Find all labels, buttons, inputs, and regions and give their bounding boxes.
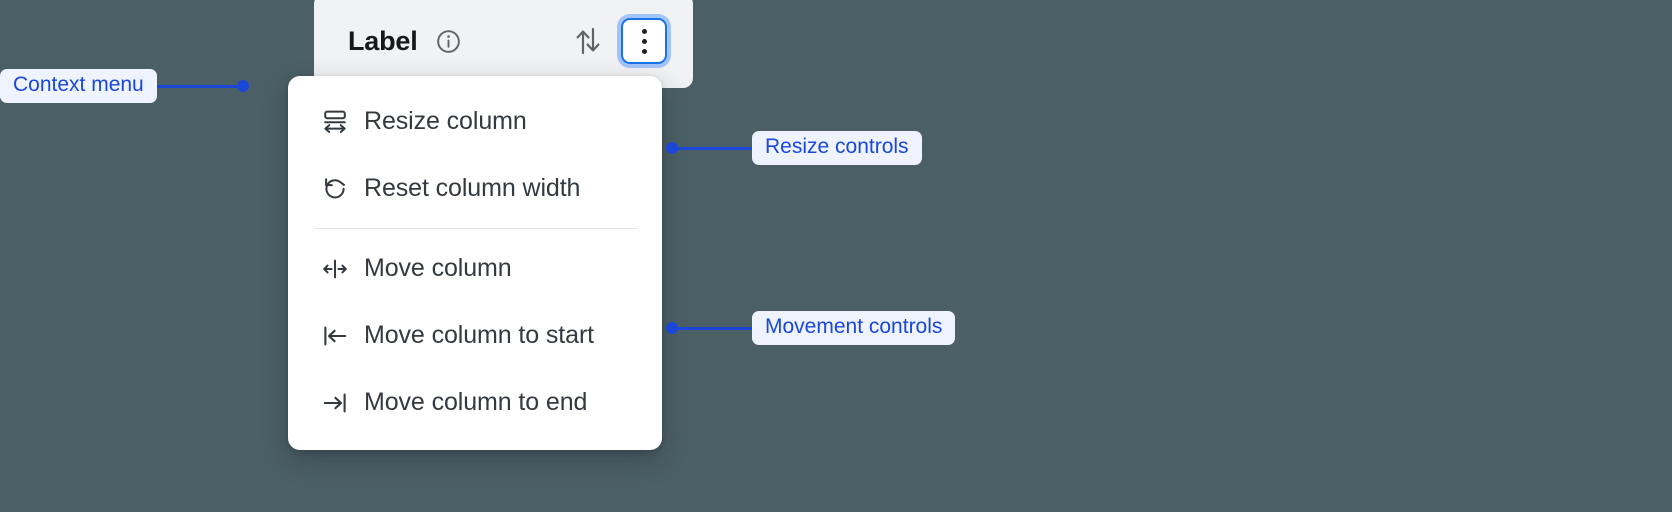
- menu-item-label: Resize column: [364, 107, 527, 135]
- menu-item-move-column[interactable]: Move column: [288, 235, 662, 302]
- kebab-menu-button[interactable]: [621, 18, 667, 64]
- kebab-dot: [641, 48, 647, 54]
- annotation-leader-line: [678, 326, 752, 330]
- kebab-dot: [641, 28, 647, 34]
- info-circle-icon[interactable]: [435, 28, 462, 55]
- annotation-resize-controls: Resize controls: [666, 130, 922, 166]
- annotation-anchor-dot: [666, 322, 678, 334]
- move-to-end-icon: [322, 390, 348, 416]
- menu-item-resize-column[interactable]: Resize column: [288, 88, 662, 155]
- menu-item-label: Move column: [364, 254, 512, 282]
- annotation-movement-controls: Movement controls: [666, 310, 956, 346]
- menu-item-label: Move column to start: [364, 321, 595, 349]
- resize-column-icon: [322, 109, 348, 135]
- menu-item-move-column-to-end[interactable]: Move column to end: [288, 369, 662, 436]
- annotation-anchor-dot: [236, 80, 249, 92]
- column-header-panel: Label: [314, 0, 693, 88]
- annotation-leader-line: [156, 84, 237, 88]
- annotation-label: Movement controls: [752, 310, 956, 346]
- menu-item-label: Move column to end: [364, 388, 588, 416]
- menu-item-reset-column-width[interactable]: Reset column width: [288, 155, 662, 222]
- page-title: Label: [348, 25, 418, 56]
- move-to-start-icon: [322, 323, 348, 349]
- annotation-anchor-dot: [666, 142, 678, 154]
- menu-item-move-column-to-start[interactable]: Move column to start: [288, 302, 662, 369]
- sort-arrows-icon[interactable]: [571, 24, 605, 58]
- annotation-label: Resize controls: [752, 130, 922, 166]
- annotation-leader-line: [678, 146, 752, 150]
- menu-divider: [314, 228, 638, 229]
- move-column-icon: [322, 256, 348, 282]
- annotation-label: Context menu: [0, 68, 157, 104]
- menu-item-label: Reset column width: [364, 174, 581, 202]
- reset-width-icon: [322, 176, 348, 202]
- context-menu: Resize column Reset column width: [288, 76, 662, 450]
- kebab-dot: [641, 38, 647, 44]
- annotation-context-menu: Context menu: [0, 68, 249, 104]
